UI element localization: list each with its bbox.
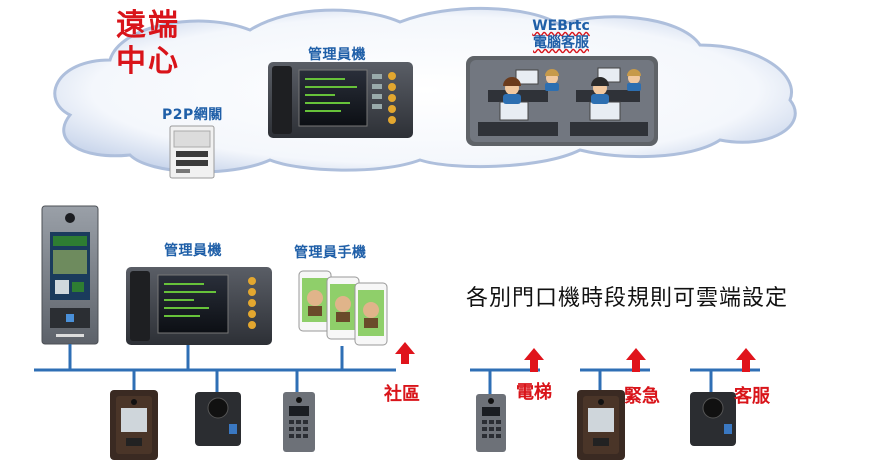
admin-phone-label: 管理員手機 [294,245,367,261]
site-admin-station-label: 管理員機 [164,243,222,259]
cloud-admin-station-device [268,62,413,138]
upload-arrows [395,342,756,372]
arrow-service-icon [736,348,756,372]
remote-center-line2: 中心 [116,44,180,79]
door-station-2 [195,392,241,446]
elevator-label: 電梯 [516,382,552,403]
site-admin-station-device [126,267,272,345]
door-station-1 [110,390,158,460]
remote-center-line1: 遠端 [116,8,180,43]
remote-center-title: 遠端 中心 [116,8,180,80]
p2p-gateway-device [169,125,215,179]
door-station-service [690,392,736,446]
call-center-panel [466,56,658,146]
arrow-community-icon [395,342,415,364]
door-station-elevator [476,394,506,452]
arrow-elevator-icon [524,348,544,372]
arrow-emergency-icon [626,348,646,372]
cloud-admin-station-label: 管理員機 [308,47,366,63]
network-lines [34,344,760,394]
webrtc-label: WEBrtc 電腦客服 [518,18,604,52]
community-label: 社區 [384,384,420,405]
webrtc-label-line1: WEBrtc [532,18,590,34]
webrtc-label-line2: 電腦客服 [533,35,589,51]
lobby-door-station [41,205,99,345]
door-station-emergency [577,390,625,460]
emergency-label: 緊急 [624,386,660,407]
rule-description: 各別門口機時段規則可雲端設定 [466,286,789,311]
admin-phones [298,270,388,346]
p2p-gateway-label: P2P網關 [162,107,223,123]
door-station-3 [283,392,315,452]
service-label: 客服 [734,386,770,407]
